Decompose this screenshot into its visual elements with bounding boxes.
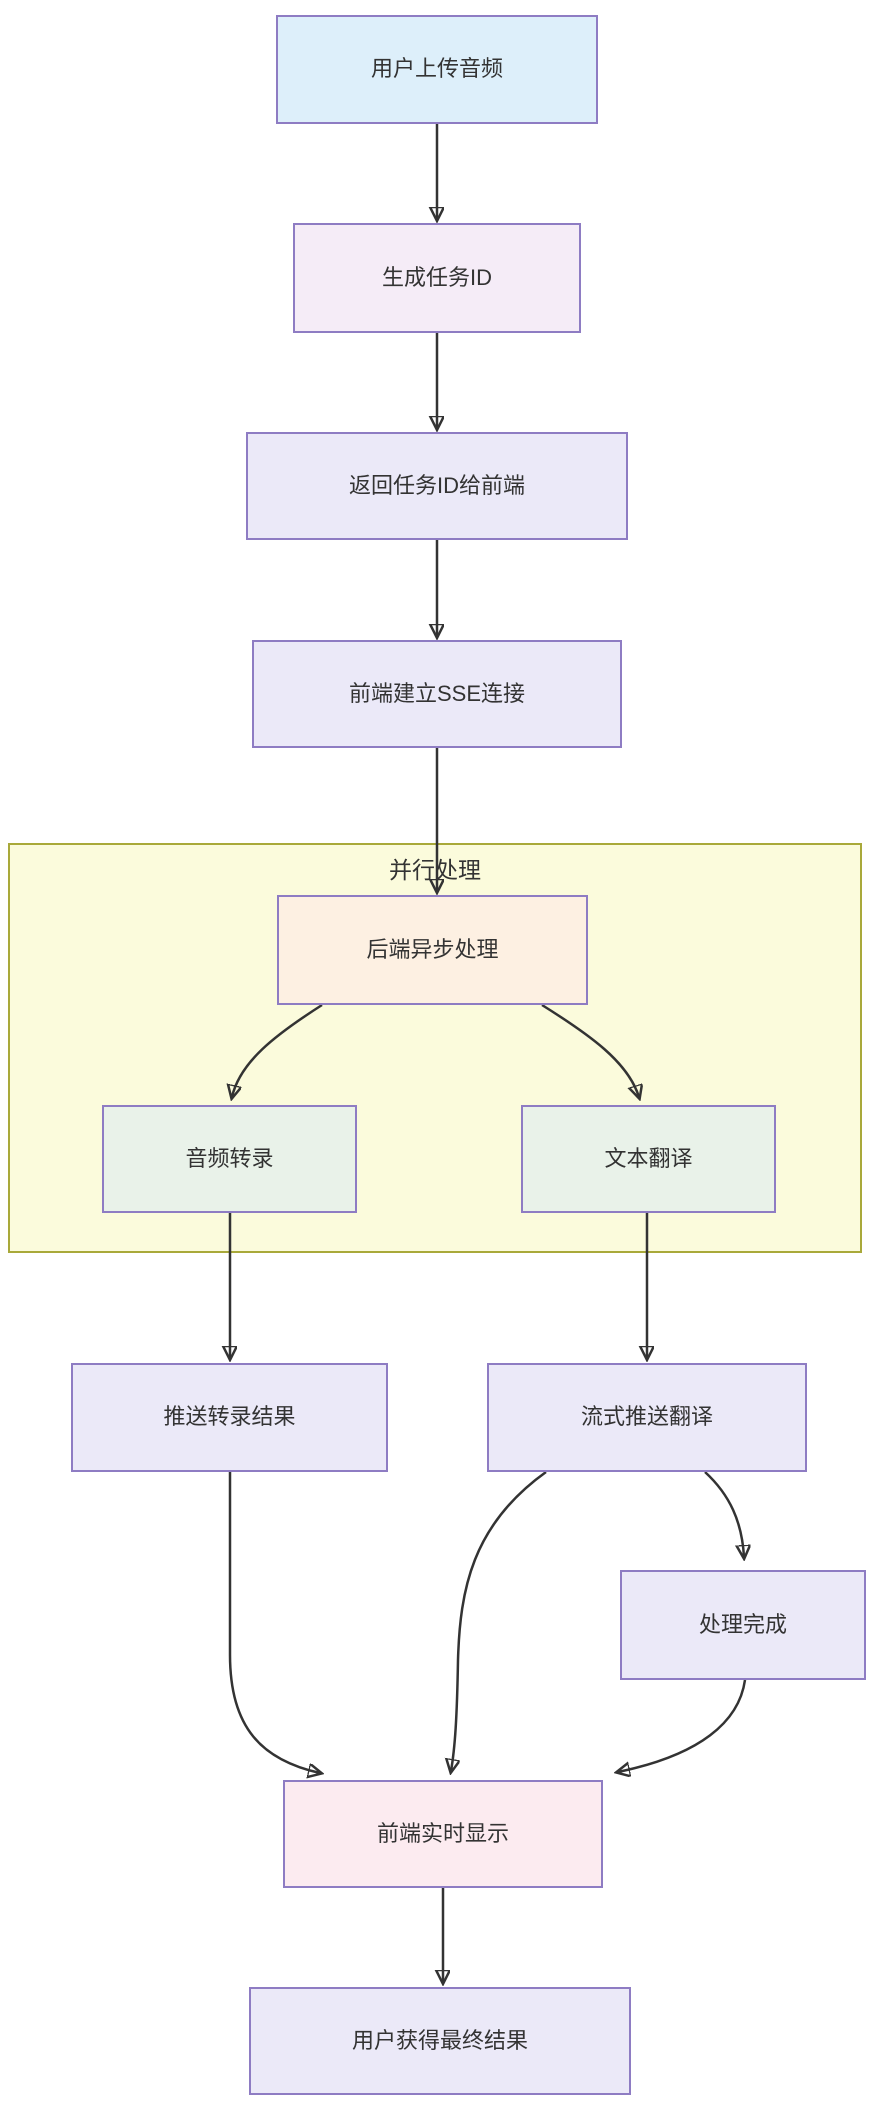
node-audio-transcribe: 音频转录 — [102, 1105, 357, 1213]
node-user-upload: 用户上传音频 — [276, 15, 598, 124]
node-stream-translate: 流式推送翻译 — [487, 1363, 807, 1472]
node-final-result: 用户获得最终结果 — [249, 1987, 631, 2095]
node-generate-task-id: 生成任务ID — [293, 223, 581, 333]
node-processing-complete: 处理完成 — [620, 1570, 866, 1680]
node-return-task-id: 返回任务ID给前端 — [246, 432, 628, 540]
edge-push-to-display — [228, 1472, 320, 1773]
edge-complete-to-display — [618, 1679, 747, 1772]
edge-stream-to-complete — [704, 1471, 744, 1557]
cluster-label: 并行处理 — [389, 857, 481, 883]
node-sse-connect: 前端建立SSE连接 — [252, 640, 622, 748]
node-backend-async: 后端异步处理 — [277, 895, 588, 1005]
node-realtime-display: 前端实时显示 — [283, 1780, 603, 1888]
node-text-translate: 文本翻译 — [521, 1105, 776, 1213]
node-push-transcribe-result: 推送转录结果 — [71, 1363, 388, 1472]
edge-stream-to-display — [451, 1470, 547, 1771]
